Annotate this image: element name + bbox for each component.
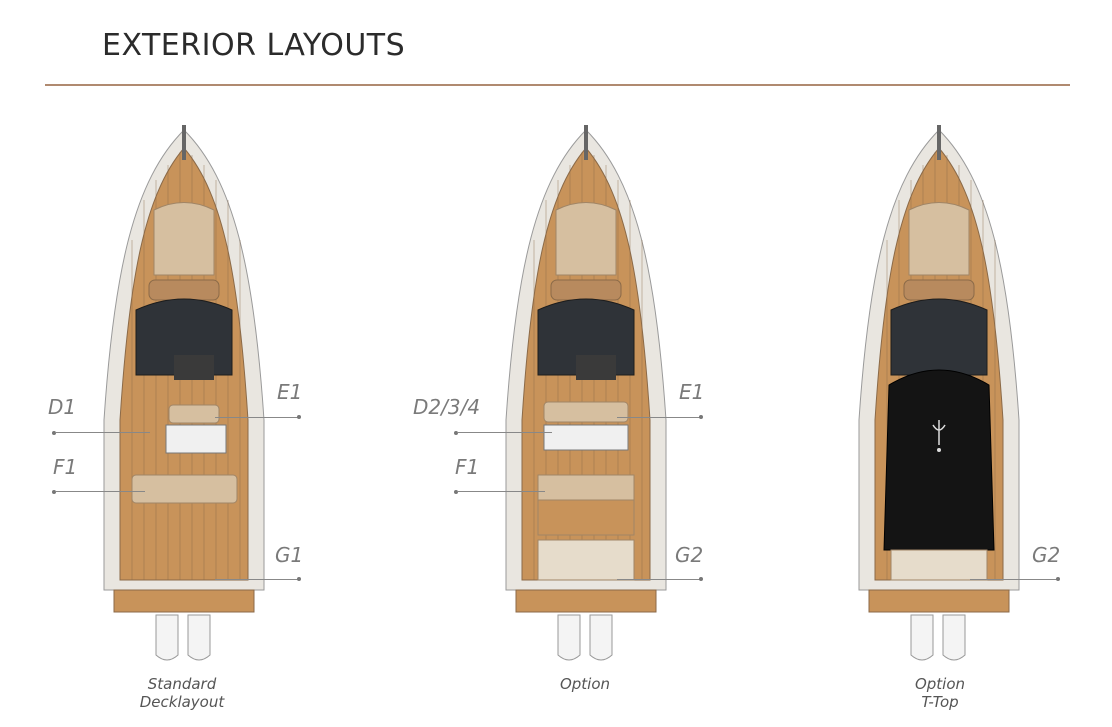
callout-leader — [617, 579, 700, 580]
caption-standard: Standard Decklayout — [102, 675, 262, 711]
caption-option-ttop: Option T-Top — [860, 675, 1020, 711]
boat-standard-decklayout — [103, 125, 265, 661]
boat-drawing — [858, 125, 1020, 661]
boat-option-ttop — [858, 125, 1020, 661]
callout-dot — [699, 415, 703, 419]
title-divider — [45, 84, 1070, 86]
caption-line1: Standard — [147, 675, 217, 693]
callout-leader — [970, 579, 1058, 580]
boat-option — [505, 125, 667, 661]
caption-line2: Decklayout — [139, 693, 225, 711]
callout-dot — [297, 415, 301, 419]
label-f1: F1 — [53, 455, 78, 479]
label-e1: E1 — [277, 380, 303, 404]
callout-dot — [297, 577, 301, 581]
callout-leader — [457, 491, 545, 492]
label-g2: G2 — [675, 543, 704, 567]
callout-dot — [699, 577, 703, 581]
label-f1: F1 — [455, 455, 480, 479]
callout-dot — [454, 490, 458, 494]
boat-drawing — [505, 125, 667, 661]
caption-line2: T-Top — [921, 693, 959, 711]
caption-option: Option — [505, 675, 665, 693]
callout-dot — [1056, 577, 1060, 581]
label-e1: E1 — [679, 380, 705, 404]
callout-leader — [215, 579, 298, 580]
caption-line1: Option — [559, 675, 611, 693]
callout-leader — [215, 417, 298, 418]
label-d234: D2/3/4 — [413, 395, 481, 419]
boat-drawing — [103, 125, 265, 661]
callout-leader — [617, 417, 700, 418]
label-g2: G2 — [1032, 543, 1061, 567]
label-g1: G1 — [275, 543, 304, 567]
callout-leader — [55, 491, 145, 492]
callout-dot — [52, 490, 56, 494]
label-d1: D1 — [48, 395, 77, 419]
callout-leader — [457, 432, 552, 433]
callout-dot — [52, 431, 56, 435]
callout-dot — [454, 431, 458, 435]
callout-leader — [55, 432, 150, 433]
page-title: EXTERIOR LAYOUTS — [102, 28, 406, 63]
caption-line1: Option — [914, 675, 966, 693]
